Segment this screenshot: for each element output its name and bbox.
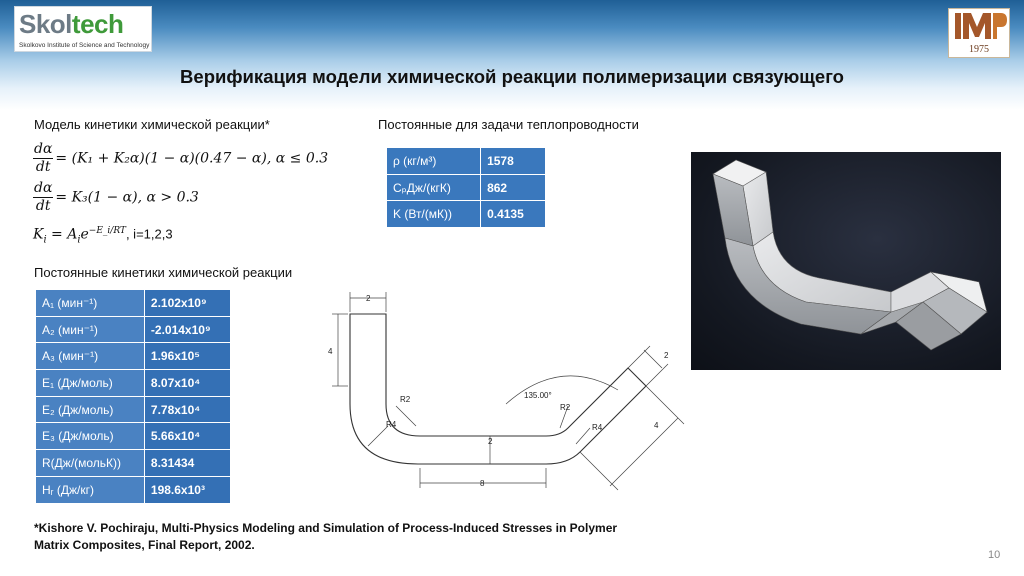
thermal-constant-row: ρ (кг/м³)1578 (385, 147, 546, 175)
thermal-constant-row: CₚДж/(кгК)862 (385, 173, 546, 202)
kinetic-constant-row: E₁ (Дж/моль)8.07x10⁴ (35, 369, 232, 397)
dim-r4-left: R4 (386, 420, 397, 429)
kinetic-constant-row: A₃ (мин⁻¹)1.96x10⁵ (35, 342, 232, 371)
dim-right-4: 4 (654, 421, 659, 430)
kinetic-constant-key: A₃ (мин⁻¹) (35, 342, 145, 371)
reference-footnote: *Kishore V. Pochiraju, Multi-Physics Mod… (34, 521, 618, 552)
institute-emblem-icon (955, 13, 1007, 39)
thermal-constant-value: 862 (480, 173, 546, 202)
kinetic-constant-key: A₁ (мин⁻¹) (35, 289, 145, 317)
kinetic-constant-row: A₂ (мин⁻¹)-2.014x10⁹ (35, 315, 232, 344)
kinetic-constant-key: E₂ (Дж/моль) (35, 395, 145, 424)
dim-r2-left: R2 (400, 395, 411, 404)
header-band (0, 0, 1024, 110)
institute-logo: 1975 (948, 8, 1010, 58)
dim-r4-right: R4 (592, 423, 603, 432)
kinetic-constant-value: -2.014x10⁹ (143, 315, 232, 344)
kinetic-constant-value: 2.102x10⁹ (143, 289, 232, 317)
kinetic-constant-key: Hᵣ (Дж/кг) (35, 475, 145, 504)
3d-part-render (691, 152, 1001, 370)
kinetic-constant-value: 7.78x10⁴ (143, 395, 232, 424)
skoltech-logo: Skoltech Skolkovo Institute of Science a… (14, 6, 152, 52)
thermal-constant-key: CₚДж/(кгК) (385, 173, 482, 202)
thermal-constant-row: K (Вт/(мК))0.4135 (385, 200, 546, 229)
kinetic-constant-value: 1.96x10⁵ (143, 342, 232, 371)
bracket-dimension-drawing: 2 4 R2 R4 135.00° R2 R4 2 8 2 4 (328, 292, 685, 491)
dim-r2-right: R2 (560, 403, 571, 412)
kinetics-model-heading: Модель кинетики химической реакции* (34, 117, 270, 132)
curved-bracket-3d-image (712, 159, 988, 351)
kinetic-constant-key: E₃ (Дж/моль) (35, 422, 145, 451)
kinetic-constant-key: A₂ (мин⁻¹) (35, 315, 145, 344)
kinetic-constant-value: 8.31434 (143, 449, 232, 477)
kinetic-constant-row: E₃ (Дж/моль)5.66x10⁴ (35, 422, 232, 451)
kinetic-constant-row: A₁ (мин⁻¹)2.102x10⁹ (35, 289, 232, 317)
dim-right-2: 2 (664, 351, 669, 360)
dim-left: 4 (328, 347, 333, 356)
kinetic-constant-row: R(Дж/(мольК))8.31434 (35, 449, 232, 477)
page-number: 10 (988, 549, 1001, 561)
kinetic-constant-key: R(Дж/(мольК)) (35, 449, 145, 477)
thermal-constant-key: ρ (кг/м³) (385, 147, 482, 175)
thermal-constant-key: K (Вт/(мК)) (385, 200, 482, 229)
slide-title: Верификация модели химической реакции по… (180, 66, 844, 87)
kinetic-constant-value: 8.07x10⁴ (143, 369, 232, 397)
technical-drawing: 2 4 R2 R4 135.00° R2 R4 2 8 2 4 (328, 286, 690, 518)
kinetic-constant-row: E₂ (Дж/моль)7.78x10⁴ (35, 395, 232, 424)
dim-thickness: 2 (488, 437, 493, 446)
kinetic-constant-key: E₁ (Дж/моль) (35, 369, 145, 397)
dim-bottom: 8 (480, 479, 485, 488)
dim-top: 2 (366, 294, 371, 303)
thermal-constant-value: 1578 (480, 147, 546, 175)
kinetic-constant-row: Hᵣ (Дж/кг)198.6x10³ (35, 475, 232, 504)
thermal-constants-heading: Постоянные для задачи теплопроводности (378, 117, 639, 132)
thermal-constant-value: 0.4135 (480, 200, 546, 229)
skoltech-subtitle: Skolkovo Institute of Science and Techno… (19, 42, 150, 49)
institute-year: 1975 (969, 44, 989, 55)
kinetic-constant-value: 198.6x10³ (143, 475, 232, 504)
formula-arrhenius: Ki = Aie−E_i/RT, i=1,2,3 (33, 226, 173, 246)
kinetic-constant-value: 5.66x10⁴ (143, 422, 232, 451)
skoltech-wordmark: Skoltech (19, 9, 124, 39)
kinetic-constants-heading: Постоянные кинетики химической реакции (34, 265, 293, 280)
dim-angle: 135.00° (524, 391, 552, 400)
